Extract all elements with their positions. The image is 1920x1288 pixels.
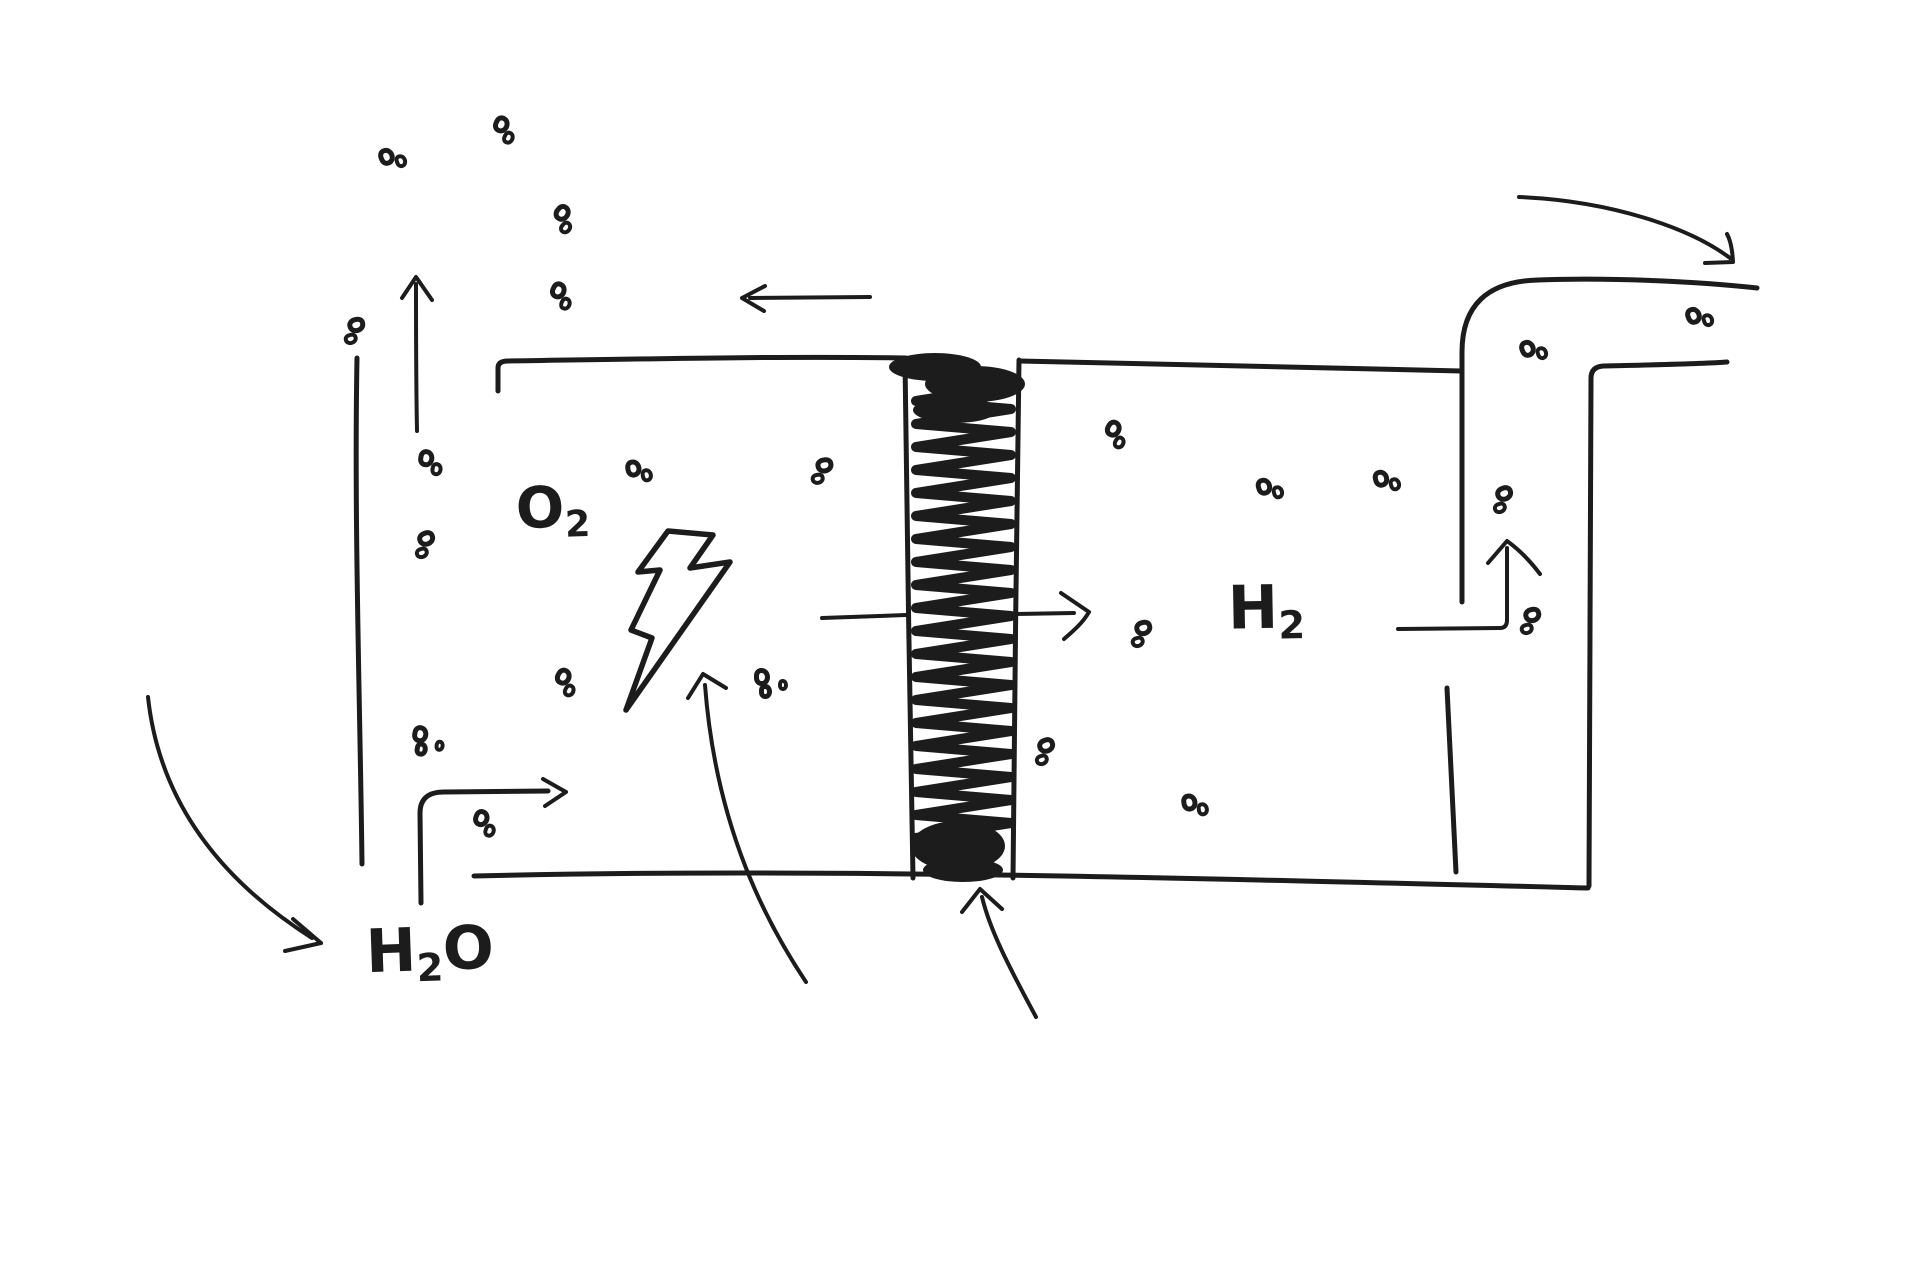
membrane-flow-arrow <box>820 591 1091 641</box>
hydrogen-label-base: H <box>1227 572 1279 644</box>
water-label-base: H <box>364 915 418 988</box>
outlet-partition-lower <box>1444 685 1459 875</box>
cell-walls <box>353 276 1760 906</box>
bottom-wall <box>471 870 1591 891</box>
lightning-bolt-icon <box>623 528 733 713</box>
left-chamber-top-wall <box>495 354 909 394</box>
oxygen-label-sub: 2 <box>564 501 592 546</box>
outlet-pipe-outer-wall <box>1459 276 1760 605</box>
oxygen-label-base: O <box>514 474 566 543</box>
right-chamber-top-wall <box>1016 358 1464 374</box>
water-inlet-arrowhead <box>541 777 568 808</box>
hydrogen-elbow-arrow <box>1396 539 1542 631</box>
water-label-tail: O <box>441 912 495 985</box>
oxygen-label: O2 <box>515 475 592 546</box>
energy-input-arrow <box>686 672 808 984</box>
oxygen-up-arrow <box>400 275 434 433</box>
hydrogen-outflow-arrow <box>1517 195 1735 265</box>
outer-left-wall <box>353 355 365 867</box>
outlet-pipe-inner-wall <box>1586 359 1730 889</box>
membrane-pointer-arrow <box>960 887 1038 1019</box>
membrane-coil-icon <box>889 353 1025 882</box>
water-label-sub: 2 <box>415 945 445 992</box>
top-left-flow-arrow <box>740 284 872 313</box>
water-label: H2O <box>364 913 495 992</box>
water-inlet-curved-arrow <box>146 695 323 953</box>
water-inlet-pipe <box>417 788 551 906</box>
hydrogen-label: H2 <box>1227 573 1306 649</box>
hydrogen-label-sub: 2 <box>1278 603 1306 649</box>
